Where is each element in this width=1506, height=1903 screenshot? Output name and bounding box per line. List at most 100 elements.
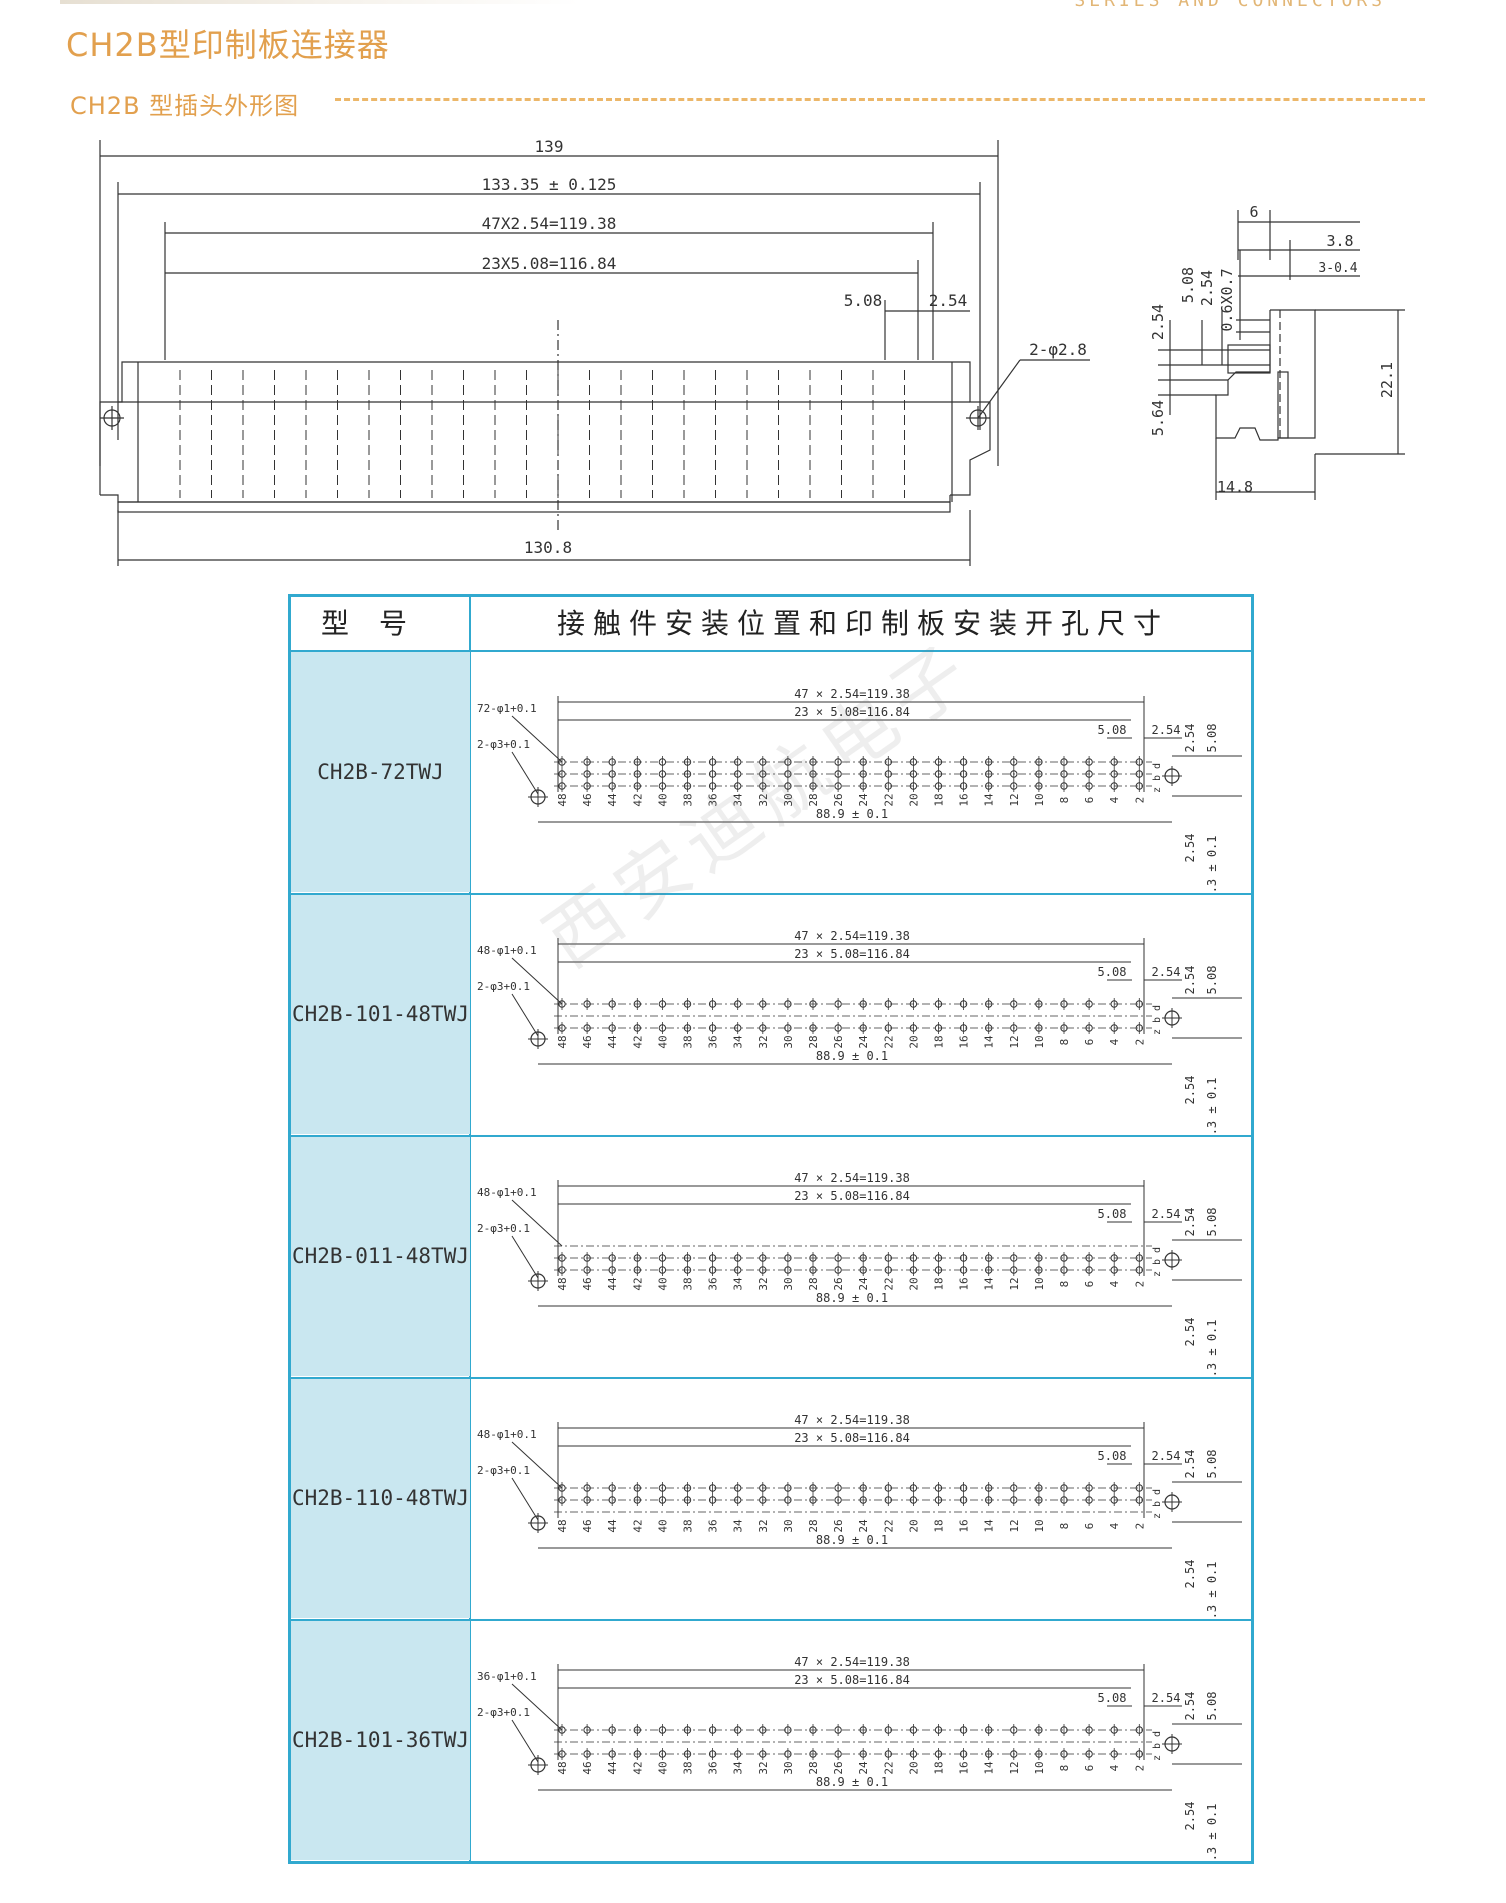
- side-dim-254b: 2.54: [1149, 304, 1167, 340]
- side-dim-6: 6: [1249, 203, 1258, 221]
- dim-53: 5.3 ± 0.1: [1205, 1319, 1219, 1376]
- leader-contacts: [511, 1199, 563, 1247]
- pin-number: 16: [958, 1519, 971, 1532]
- pin-number: 26: [832, 1761, 845, 1774]
- pin-number: 34: [732, 1035, 745, 1049]
- pin-number: 12: [1008, 793, 1021, 806]
- dim-889: 88.9 ± 0.1: [816, 1049, 888, 1063]
- subtitle-dash-rule: [335, 98, 1425, 101]
- pin-number: 28: [807, 1519, 820, 1532]
- dim-254-low: 2.54: [1183, 834, 1197, 863]
- dim-508: 5.08: [1098, 1449, 1127, 1463]
- pin-number: 42: [631, 1761, 644, 1774]
- pin-number: 32: [757, 793, 770, 806]
- pin-number: 30: [782, 1277, 795, 1290]
- pin-number: 20: [907, 1035, 920, 1048]
- pin-number: 8: [1058, 1765, 1071, 1772]
- model-cell: CH2B-101-36TWJ: [291, 1620, 470, 1860]
- pin-number: 18: [933, 793, 946, 806]
- row-letter: b: [1152, 1259, 1163, 1265]
- pin-number: 24: [857, 793, 870, 807]
- dim-23: 23 × 5.08=116.84: [794, 947, 910, 961]
- dim-47: 47X2.54=119.38: [482, 214, 617, 233]
- leader-mount: [511, 1235, 539, 1279]
- dim-53: 5.3 ± 0.1: [1205, 835, 1219, 892]
- page-title: CH2B型印制板连接器: [66, 26, 390, 64]
- pin-number: 8: [1058, 797, 1071, 804]
- pin-number: 44: [606, 1761, 619, 1775]
- dim-254-side: 2.54: [1183, 1450, 1197, 1479]
- pin-number: 14: [983, 1277, 996, 1291]
- pin-number: 4: [1108, 1038, 1121, 1045]
- pin-number: 30: [782, 793, 795, 806]
- dim-254-top: 2.54: [1152, 723, 1181, 737]
- mount-spec: 2-φ3+0.1: [477, 738, 530, 751]
- pin-number: 8: [1058, 1281, 1071, 1288]
- pin-number: 22: [882, 1761, 895, 1774]
- dim-254-low: 2.54: [1183, 1318, 1197, 1347]
- row-letter: d: [1152, 1489, 1163, 1495]
- pin-number: 34: [732, 1277, 745, 1291]
- pin-number: 44: [606, 1519, 619, 1533]
- pin-number: 6: [1083, 1281, 1096, 1288]
- pin-number: 24: [857, 1519, 870, 1533]
- pin-number: 36: [707, 793, 720, 806]
- pin-number: 44: [606, 1277, 619, 1291]
- dim-508-side: 5.08: [1205, 1450, 1219, 1479]
- pin-number: 42: [631, 1277, 644, 1290]
- pin-number: 14: [983, 1035, 996, 1049]
- pin-number: 38: [682, 1035, 695, 1048]
- dim-47: 47 × 2.54=119.38: [794, 1655, 910, 1669]
- mount-spec: 2-φ3+0.1: [477, 1464, 530, 1477]
- row-letter: z: [1152, 787, 1163, 793]
- pin-number: 2: [1133, 1281, 1146, 1288]
- pin-number: 16: [958, 1761, 971, 1774]
- dim-508-side: 5.08: [1205, 1208, 1219, 1237]
- pin-number: 34: [732, 1761, 745, 1775]
- pin-number: 18: [933, 1761, 946, 1774]
- row-letter: b: [1152, 1743, 1163, 1749]
- row-letter: z: [1152, 1755, 1163, 1761]
- row-divider: [288, 1377, 1254, 1379]
- pin-number: 38: [682, 793, 695, 806]
- dim-254-low: 2.54: [1183, 1076, 1197, 1105]
- dim-254-top: 2.54: [1152, 1207, 1181, 1221]
- pin-number: 32: [757, 1277, 770, 1290]
- pin-number: 40: [656, 793, 669, 806]
- pin-number: 46: [581, 1035, 594, 1048]
- leader-contacts: [511, 715, 563, 763]
- pin-number: 10: [1033, 1761, 1046, 1774]
- pin-number: 22: [882, 793, 895, 806]
- contacts-spec: 48-φ1+0.1: [477, 1186, 537, 1199]
- row-divider: [288, 1619, 1254, 1621]
- mount-spec: 2-φ3+0.1: [477, 980, 530, 993]
- pin-number: 24: [857, 1277, 870, 1291]
- side-dim-06x07: 0.6X0.7: [1218, 268, 1236, 331]
- pin-number: 20: [907, 1519, 920, 1532]
- dim-23: 23 × 5.08=116.84: [794, 705, 910, 719]
- pin-number: 4: [1108, 1280, 1121, 1287]
- side-dim-564: 5.64: [1149, 400, 1167, 436]
- leader-mount: [511, 1477, 539, 1521]
- pin-number: 42: [631, 1035, 644, 1048]
- pin-number: 46: [581, 1519, 594, 1532]
- pin-number: 46: [581, 1761, 594, 1774]
- top-decor-bar: [60, 0, 580, 4]
- pin-number: 48: [556, 1519, 569, 1532]
- pin-number: 42: [631, 793, 644, 806]
- leader-contacts: [511, 957, 563, 1005]
- pin-number: 18: [933, 1035, 946, 1048]
- pin-number: 40: [656, 1761, 669, 1774]
- leader-mount: [511, 993, 539, 1037]
- pin-number: 26: [832, 1277, 845, 1290]
- mount-spec: 2-φ3+0.1: [477, 1222, 530, 1235]
- pin-number: 4: [1108, 796, 1121, 803]
- spec-table: [288, 594, 1254, 1864]
- dim-889: 88.9 ± 0.1: [816, 1291, 888, 1305]
- pin-number: 36: [707, 1277, 720, 1290]
- contacts-spec: 48-φ1+0.1: [477, 1428, 537, 1441]
- leader-contacts: [511, 1683, 563, 1731]
- table-col-divider: [469, 594, 471, 1864]
- dim-hole: 2-φ2.8: [1029, 340, 1087, 359]
